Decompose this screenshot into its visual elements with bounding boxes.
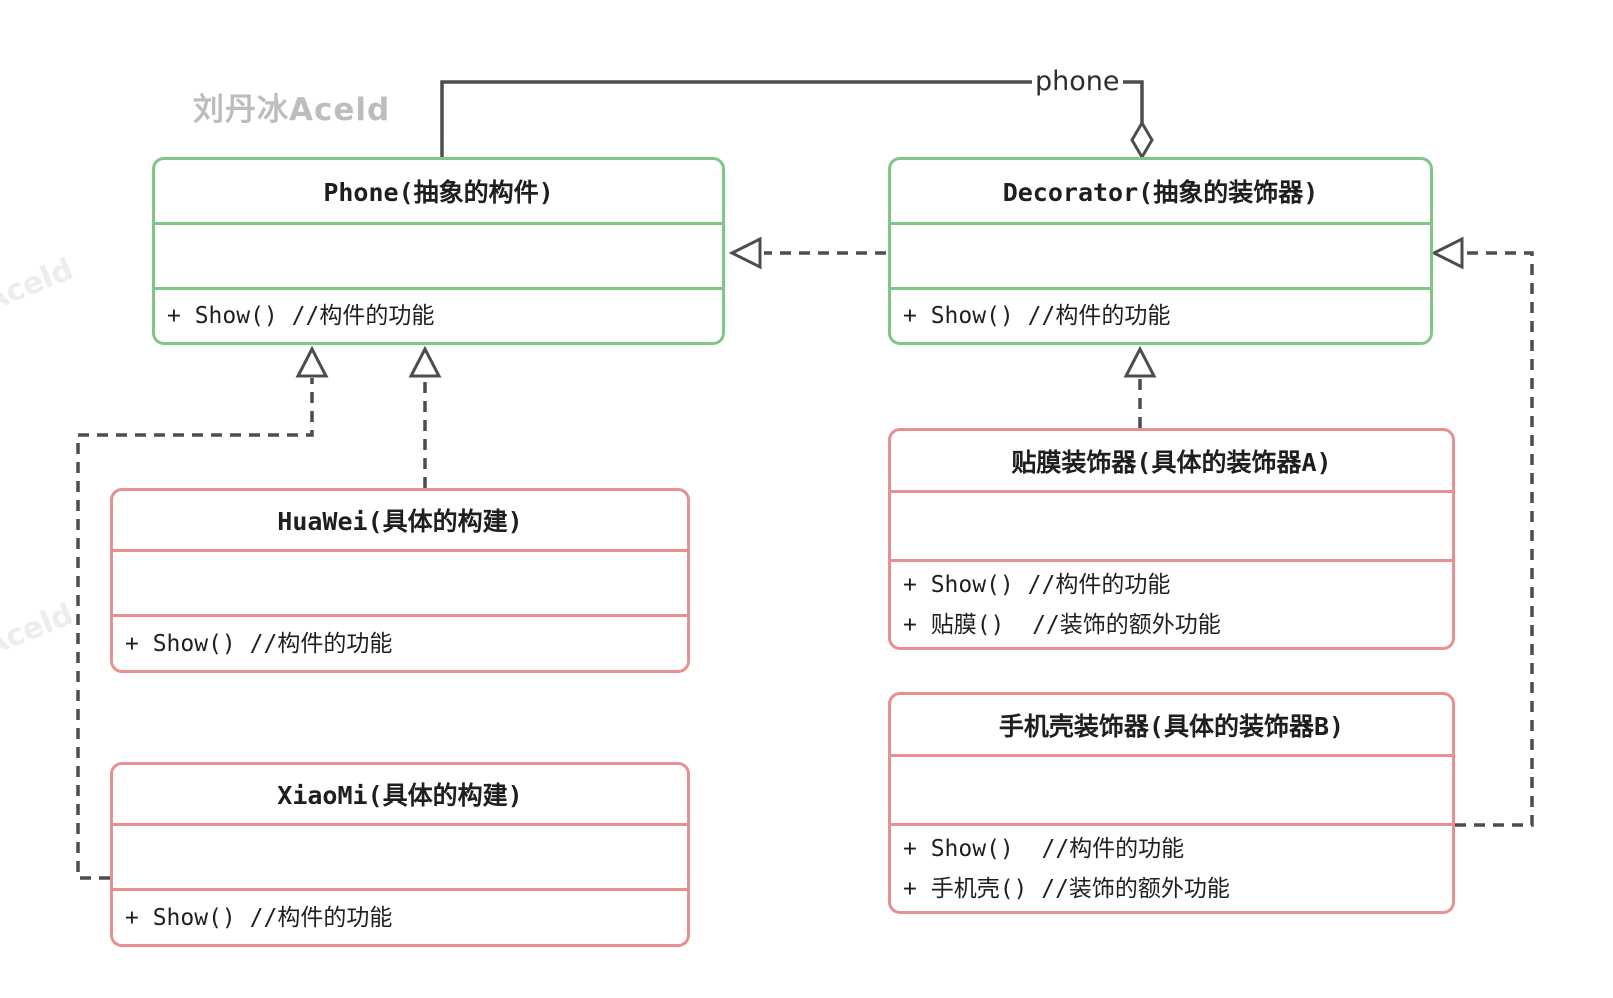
class-box-decorator: Decorator(抽象的装饰器) + Show() //构件的功能 [888, 157, 1433, 345]
class-box-decorator-b: 手机壳装饰器(具体的装饰器B) + Show() //构件的功能 + 手机壳()… [888, 692, 1455, 914]
class-attributes-xiaomi [113, 826, 687, 891]
decorator-b-to-decorator-arrow-icon [1430, 236, 1464, 270]
aggregation-diamond-icon [1130, 120, 1154, 160]
class-title-decorator-b: 手机壳装饰器(具体的装饰器B) [891, 695, 1452, 757]
class-methods-huawei: + Show() //构件的功能 [113, 617, 687, 670]
method-line: + 贴膜() //装饰的额外功能 [903, 611, 1221, 638]
class-title-huawei: HuaWei(具体的构建) [113, 491, 687, 552]
method-line: + Show() //构件的功能 [125, 904, 393, 931]
aggregation-label-phone: phone [1032, 66, 1123, 97]
class-box-phone: Phone(抽象的构件) + Show() //构件的功能 [152, 157, 725, 345]
class-title-decorator-a: 贴膜装饰器(具体的装饰器A) [891, 431, 1452, 493]
huawei-to-phone-arrow-icon [408, 345, 442, 378]
decorator-to-phone-arrow-icon [728, 236, 762, 270]
class-title-xiaomi: XiaoMi(具体的构建) [113, 765, 687, 826]
class-box-decorator-a: 贴膜装饰器(具体的装饰器A) + Show() //构件的功能 + 贴膜() /… [888, 428, 1455, 650]
class-attributes-decorator-a [891, 493, 1452, 562]
class-methods-decorator: + Show() //构件的功能 [891, 290, 1430, 342]
xiaomi-to-phone-dashed-line [76, 378, 314, 880]
method-line: + Show() //构件的功能 [903, 835, 1185, 862]
method-line: + Show() //构件的功能 [167, 303, 435, 329]
class-attributes-decorator-b [891, 757, 1452, 826]
class-attributes-phone [155, 225, 722, 290]
class-attributes-huawei [113, 552, 687, 617]
method-line: + 手机壳() //装饰的额外功能 [903, 875, 1230, 902]
class-methods-decorator-b: + Show() //构件的功能 + 手机壳() //装饰的额外功能 [891, 826, 1452, 911]
decorator-b-to-decorator-dashed-line [1455, 251, 1534, 827]
method-line: + Show() //构件的功能 [903, 303, 1171, 329]
method-line: + Show() //构件的功能 [125, 630, 393, 657]
class-methods-phone: + Show() //构件的功能 [155, 290, 722, 342]
class-methods-xiaomi: + Show() //构件的功能 [113, 891, 687, 944]
watermark-author: 刘丹冰Aceld [193, 92, 391, 128]
xiaomi-to-phone-arrow-icon [295, 345, 329, 378]
class-attributes-decorator [891, 225, 1430, 290]
class-box-huawei: HuaWei(具体的构建) + Show() //构件的功能 [110, 488, 690, 673]
aggregation-line-decorator-phone [440, 80, 1144, 158]
class-title-decorator: Decorator(抽象的装饰器) [891, 160, 1430, 225]
class-methods-decorator-a: + Show() //构件的功能 + 贴膜() //装饰的额外功能 [891, 562, 1452, 647]
class-title-phone: Phone(抽象的构件) [155, 160, 722, 225]
class-box-xiaomi: XiaoMi(具体的构建) + Show() //构件的功能 [110, 762, 690, 947]
method-line: + Show() //构件的功能 [903, 571, 1171, 598]
decorator-a-to-decorator-arrow-icon [1123, 345, 1157, 378]
